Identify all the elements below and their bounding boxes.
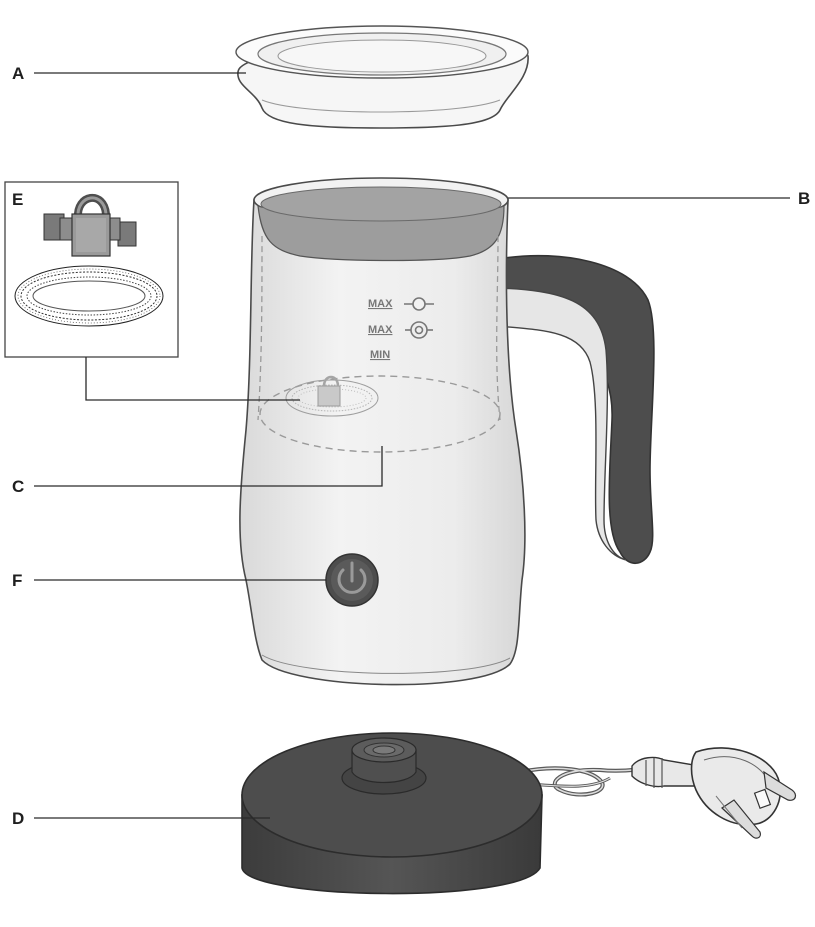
whisk-inset: [5, 182, 178, 357]
lid: [236, 26, 528, 128]
max-froth-label: MAX: [368, 298, 393, 310]
callout-f: F: [12, 571, 22, 590]
power-base: [242, 733, 795, 894]
callout-d: D: [12, 809, 24, 828]
min-label: MIN: [370, 349, 390, 361]
jug: MAX MAX MIN: [240, 178, 654, 685]
callout-c: C: [12, 477, 24, 496]
callout-a: A: [12, 64, 24, 83]
callout-b: B: [798, 189, 810, 208]
power-button[interactable]: [326, 554, 378, 606]
callout-e: E: [12, 190, 23, 209]
power-plug: [632, 748, 795, 838]
max-heat-label: MAX: [368, 324, 393, 336]
